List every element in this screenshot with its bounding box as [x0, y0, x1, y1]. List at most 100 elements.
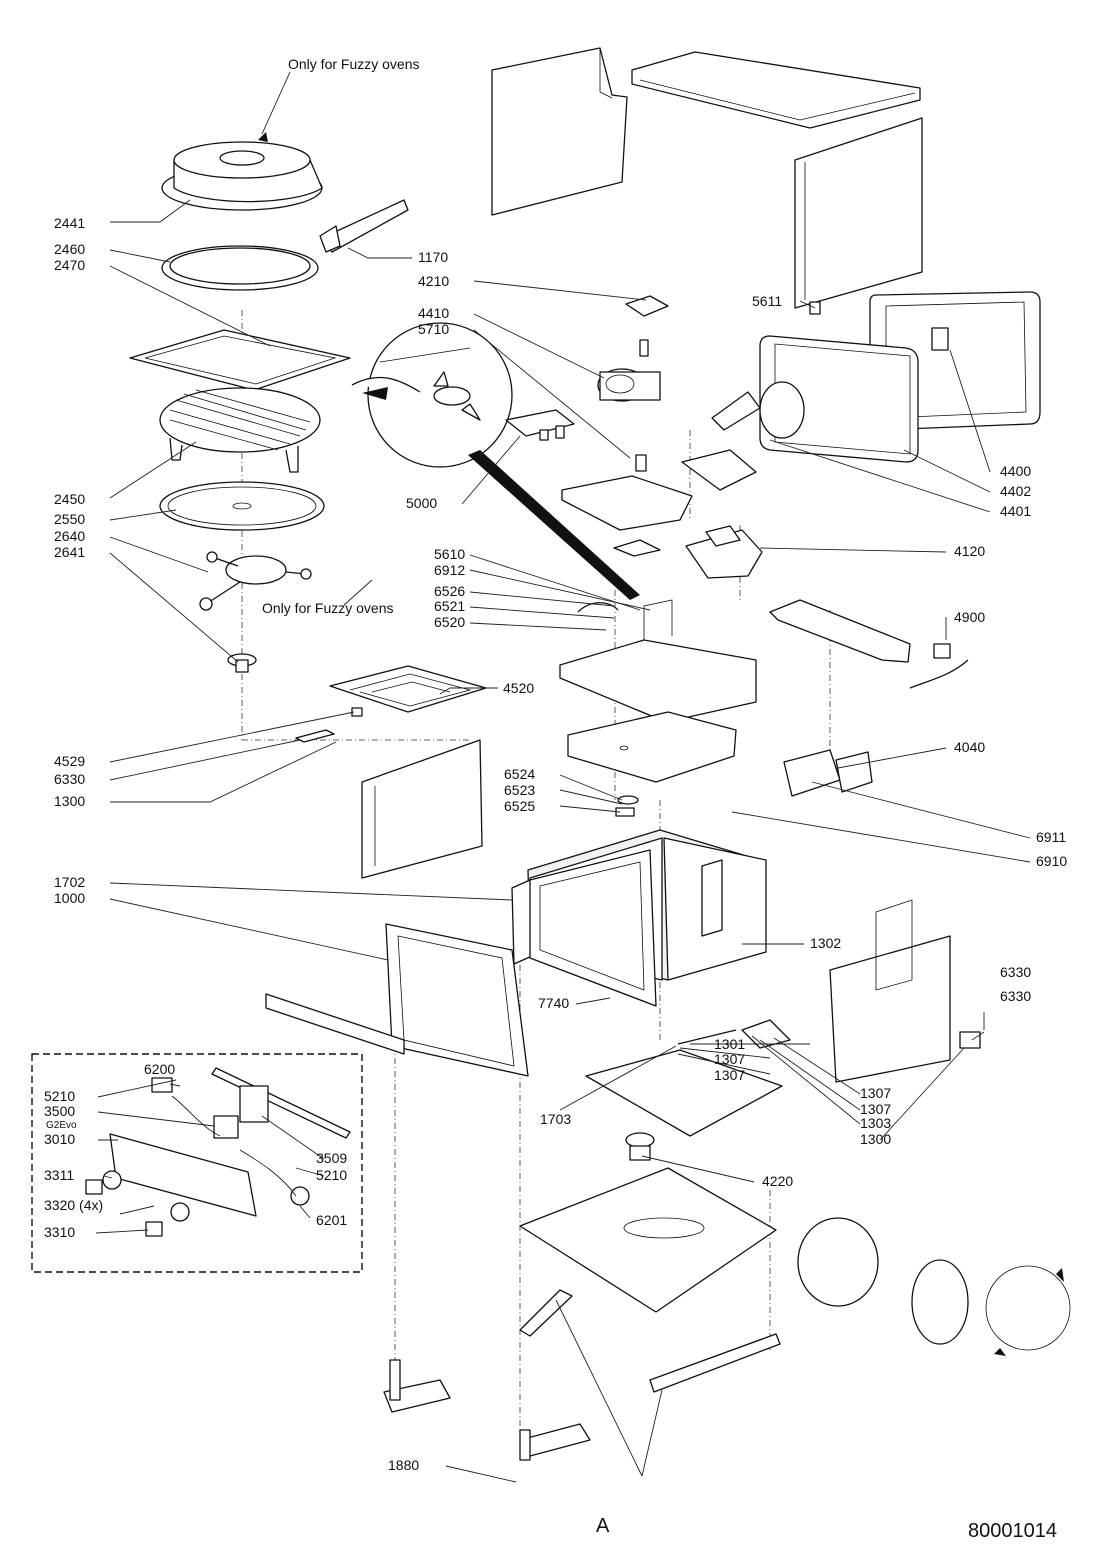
label-1307-c: 1307 — [860, 1085, 891, 1101]
grill-rack-2450 — [159, 387, 321, 473]
mica-plate-1300 — [295, 729, 335, 743]
detail-magnifier — [351, 322, 640, 600]
thermal-cutout-4210 — [625, 295, 669, 357]
label-3500: 3500 — [44, 1103, 75, 1119]
label-3320: 3320 (4x) — [44, 1197, 103, 1213]
stirrer-motor-4220 — [625, 1132, 655, 1161]
label-3311: 3311 — [44, 1167, 74, 1183]
label-4900: 4900 — [954, 609, 985, 625]
crisp-plate-2460 — [161, 245, 319, 291]
label-4120: 4120 — [954, 543, 985, 559]
view-marker: A — [596, 1515, 610, 1537]
label-4410: 4410 — [418, 305, 449, 321]
pcb-4120 — [685, 525, 763, 579]
label-6200: 6200 — [144, 1061, 175, 1077]
stirrer-detail-views — [797, 1217, 1071, 1356]
label-2550: 2550 — [54, 511, 85, 527]
label-6526: 6526 — [434, 583, 465, 599]
label-1303: 1303 — [860, 1115, 891, 1131]
roller-ring-2640 — [199, 551, 312, 611]
part-labels: 2441 1170 2460 2470 4210 4410 5710 5611 … — [44, 215, 1067, 1473]
label-6330-a: 6330 — [54, 771, 85, 787]
switch-5710 — [635, 454, 647, 472]
grill-element-4520 — [329, 665, 487, 713]
label-1300-a: 1300 — [54, 793, 85, 809]
back-top-duct — [769, 599, 911, 663]
label-6525: 6525 — [504, 798, 535, 814]
label-5210-b: 5210 — [316, 1167, 347, 1183]
transformer-4040 — [783, 749, 873, 797]
label-4210: 4210 — [418, 273, 449, 289]
top-plate-assembly — [559, 599, 757, 723]
label-1302: 1302 — [810, 935, 841, 951]
label-2450: 2450 — [54, 491, 85, 507]
label-4520: 4520 — [503, 680, 534, 696]
label-4220: 4220 — [762, 1173, 793, 1189]
label-6520: 6520 — [434, 614, 465, 630]
door-1000 — [385, 923, 529, 1077]
label-6330-b: 6330 — [1000, 964, 1031, 980]
label-1301: 1301 — [714, 1036, 745, 1052]
sensor-parts-6523 — [615, 795, 639, 817]
label-5210-a: 5210 — [44, 1088, 75, 1104]
casing-left-side-panel — [491, 47, 628, 216]
fuzzy-cover-2441 — [161, 141, 323, 211]
label-1703: 1703 — [540, 1111, 571, 1127]
label-6521: 6521 — [434, 598, 465, 614]
label-1300-b: 1300 — [860, 1131, 891, 1147]
label-7740: 7740 — [538, 995, 569, 1011]
leader-lines — [95, 71, 1031, 1483]
casing-right-side-panel — [794, 117, 923, 309]
control-panel-box — [31, 1053, 363, 1273]
bottom-tray — [585, 1049, 783, 1137]
note-mid: Only for Fuzzy ovens — [262, 600, 394, 616]
ceramic-plate-6524 — [567, 711, 737, 783]
label-5610: 5610 — [434, 546, 465, 562]
label-6523: 6523 — [504, 782, 535, 798]
label-2460: 2460 — [54, 241, 85, 257]
turntable-2550 — [159, 481, 325, 531]
label-6910: 6910 — [1036, 853, 1067, 869]
label-1307-a: 1307 — [714, 1051, 745, 1067]
control-board-5000 — [505, 409, 575, 441]
label-1170: 1170 — [418, 249, 448, 265]
label-2641: 2641 — [54, 544, 85, 560]
label-6201: 6201 — [316, 1212, 347, 1228]
label-6911: 6911 — [1036, 829, 1066, 845]
label-2441: 2441 — [54, 215, 85, 231]
label-4529: 4529 — [54, 753, 85, 769]
label-1880: 1880 — [388, 1457, 419, 1473]
label-3509: 3509 — [316, 1150, 347, 1166]
baking-tray-2470 — [129, 329, 351, 391]
label-4400: 4400 — [1000, 463, 1031, 479]
label-4402: 4402 — [1000, 483, 1031, 499]
door-trim-1880 — [265, 993, 405, 1055]
note-labels: Only for Fuzzy ovens Only for Fuzzy oven… — [262, 56, 1057, 1542]
label-5000: 5000 — [406, 495, 437, 511]
small-plate — [613, 539, 661, 557]
right-side-shield — [829, 899, 951, 1083]
casing-top-panel — [631, 51, 921, 129]
base-plate — [519, 1167, 777, 1313]
left-side-shield — [361, 739, 483, 879]
label-6524: 6524 — [504, 766, 535, 782]
base-rails — [383, 1289, 781, 1461]
handle-1170 — [319, 199, 409, 253]
label-6912: 6912 — [434, 562, 465, 578]
note-top: Only for Fuzzy ovens — [288, 56, 420, 72]
label-4040: 4040 — [954, 739, 985, 755]
label-2470: 2470 — [54, 257, 85, 273]
label-3310: 3310 — [44, 1224, 75, 1240]
label-6330-c: 6330 — [1000, 988, 1031, 1004]
label-5611: 5611 — [752, 293, 782, 309]
label-3500-sub: G2Evo — [46, 1120, 77, 1131]
label-2640: 2640 — [54, 528, 85, 544]
label-4401: 4401 — [1000, 503, 1031, 519]
antenna-ring-4401 — [711, 381, 805, 439]
label-1307-b: 1307 — [714, 1067, 745, 1083]
waveguide-bracket — [561, 475, 693, 531]
magnetron-cover — [681, 449, 757, 491]
label-1702: 1702 — [54, 874, 85, 890]
label-1307-d: 1307 — [860, 1101, 891, 1117]
